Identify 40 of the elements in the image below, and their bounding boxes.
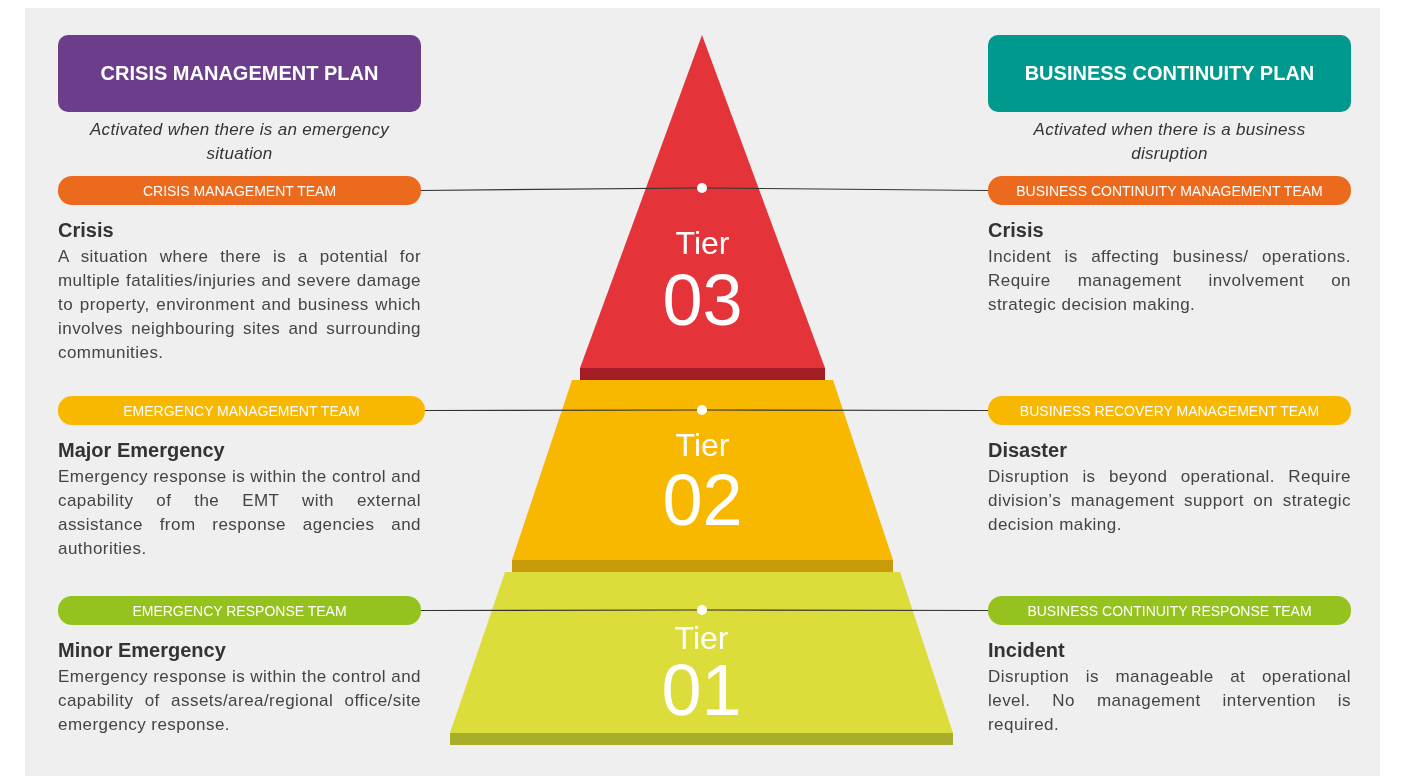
level-description: A situation where there is a potential for multiple fatalities/injuries and severe damage to property, environment and business which involves neighbouring sites and surrounding communities. <box>58 246 421 364</box>
plan-description: Activated when there is a business disruption <box>1032 119 1307 165</box>
tier-number: 02 <box>662 464 743 536</box>
team-label: EMERGENCY MANAGEMENT TEAM <box>58 396 425 425</box>
connector-line <box>424 409 698 412</box>
pyramid-tier <box>450 572 953 745</box>
connector-line <box>706 187 989 192</box>
team-label: EMERGENCY RESPONSE TEAM <box>58 596 421 625</box>
marker-dot <box>697 183 707 193</box>
connector-line <box>420 609 698 612</box>
team-label: BUSINESS CONTINUITY RESPONSE TEAM <box>988 596 1351 625</box>
level-heading: Minor Emergency <box>58 639 226 662</box>
level-heading: Major Emergency <box>58 439 225 462</box>
plan-header: CRISIS MANAGEMENT PLAN <box>58 35 421 112</box>
marker-dot <box>697 405 707 415</box>
pyramid-tier <box>580 35 825 380</box>
level-description: Disruption is beyond operational. Require division’s management support on strategic decision making. <box>988 466 1351 536</box>
plan-description: Activated when there is an emergency situation <box>88 119 391 165</box>
tier-label: Tier <box>675 227 730 259</box>
team-label: CRISIS MANAGEMENT TEAM <box>58 176 421 205</box>
plan-header: BUSINESS CONTINUITY PLAN <box>988 35 1351 112</box>
connector-line <box>706 409 989 412</box>
team-label: BUSINESS CONTINUITY MANAGEMENT TEAM <box>988 176 1351 205</box>
level-heading: Disaster <box>988 439 1067 462</box>
level-heading: Crisis <box>988 219 1044 242</box>
connector-line <box>706 609 989 612</box>
pyramid-tier <box>512 380 893 572</box>
level-description: Incident is affecting business/ operations. Require management involvement on strategic decision making. <box>988 246 1351 316</box>
level-description: Emergency response is within the control and capability of the EMT with external assistance from response agencies and authorities. <box>58 466 421 560</box>
connector-line <box>420 187 698 192</box>
team-label: BUSINESS RECOVERY MANAGEMENT TEAM <box>988 396 1351 425</box>
level-heading: Incident <box>988 639 1065 662</box>
tier-label: Tier <box>675 429 730 461</box>
level-description: Disruption is manageable at operational level. No management intervention is required. <box>988 666 1351 736</box>
level-heading: Crisis <box>58 219 114 242</box>
tier-number: 03 <box>662 264 743 336</box>
tier-number: 01 <box>661 654 742 726</box>
level-description: Emergency response is within the control and capability of assets/area/regional office/site emergency response. <box>58 666 421 736</box>
marker-dot <box>697 605 707 615</box>
tier-label: Tier <box>674 622 729 654</box>
